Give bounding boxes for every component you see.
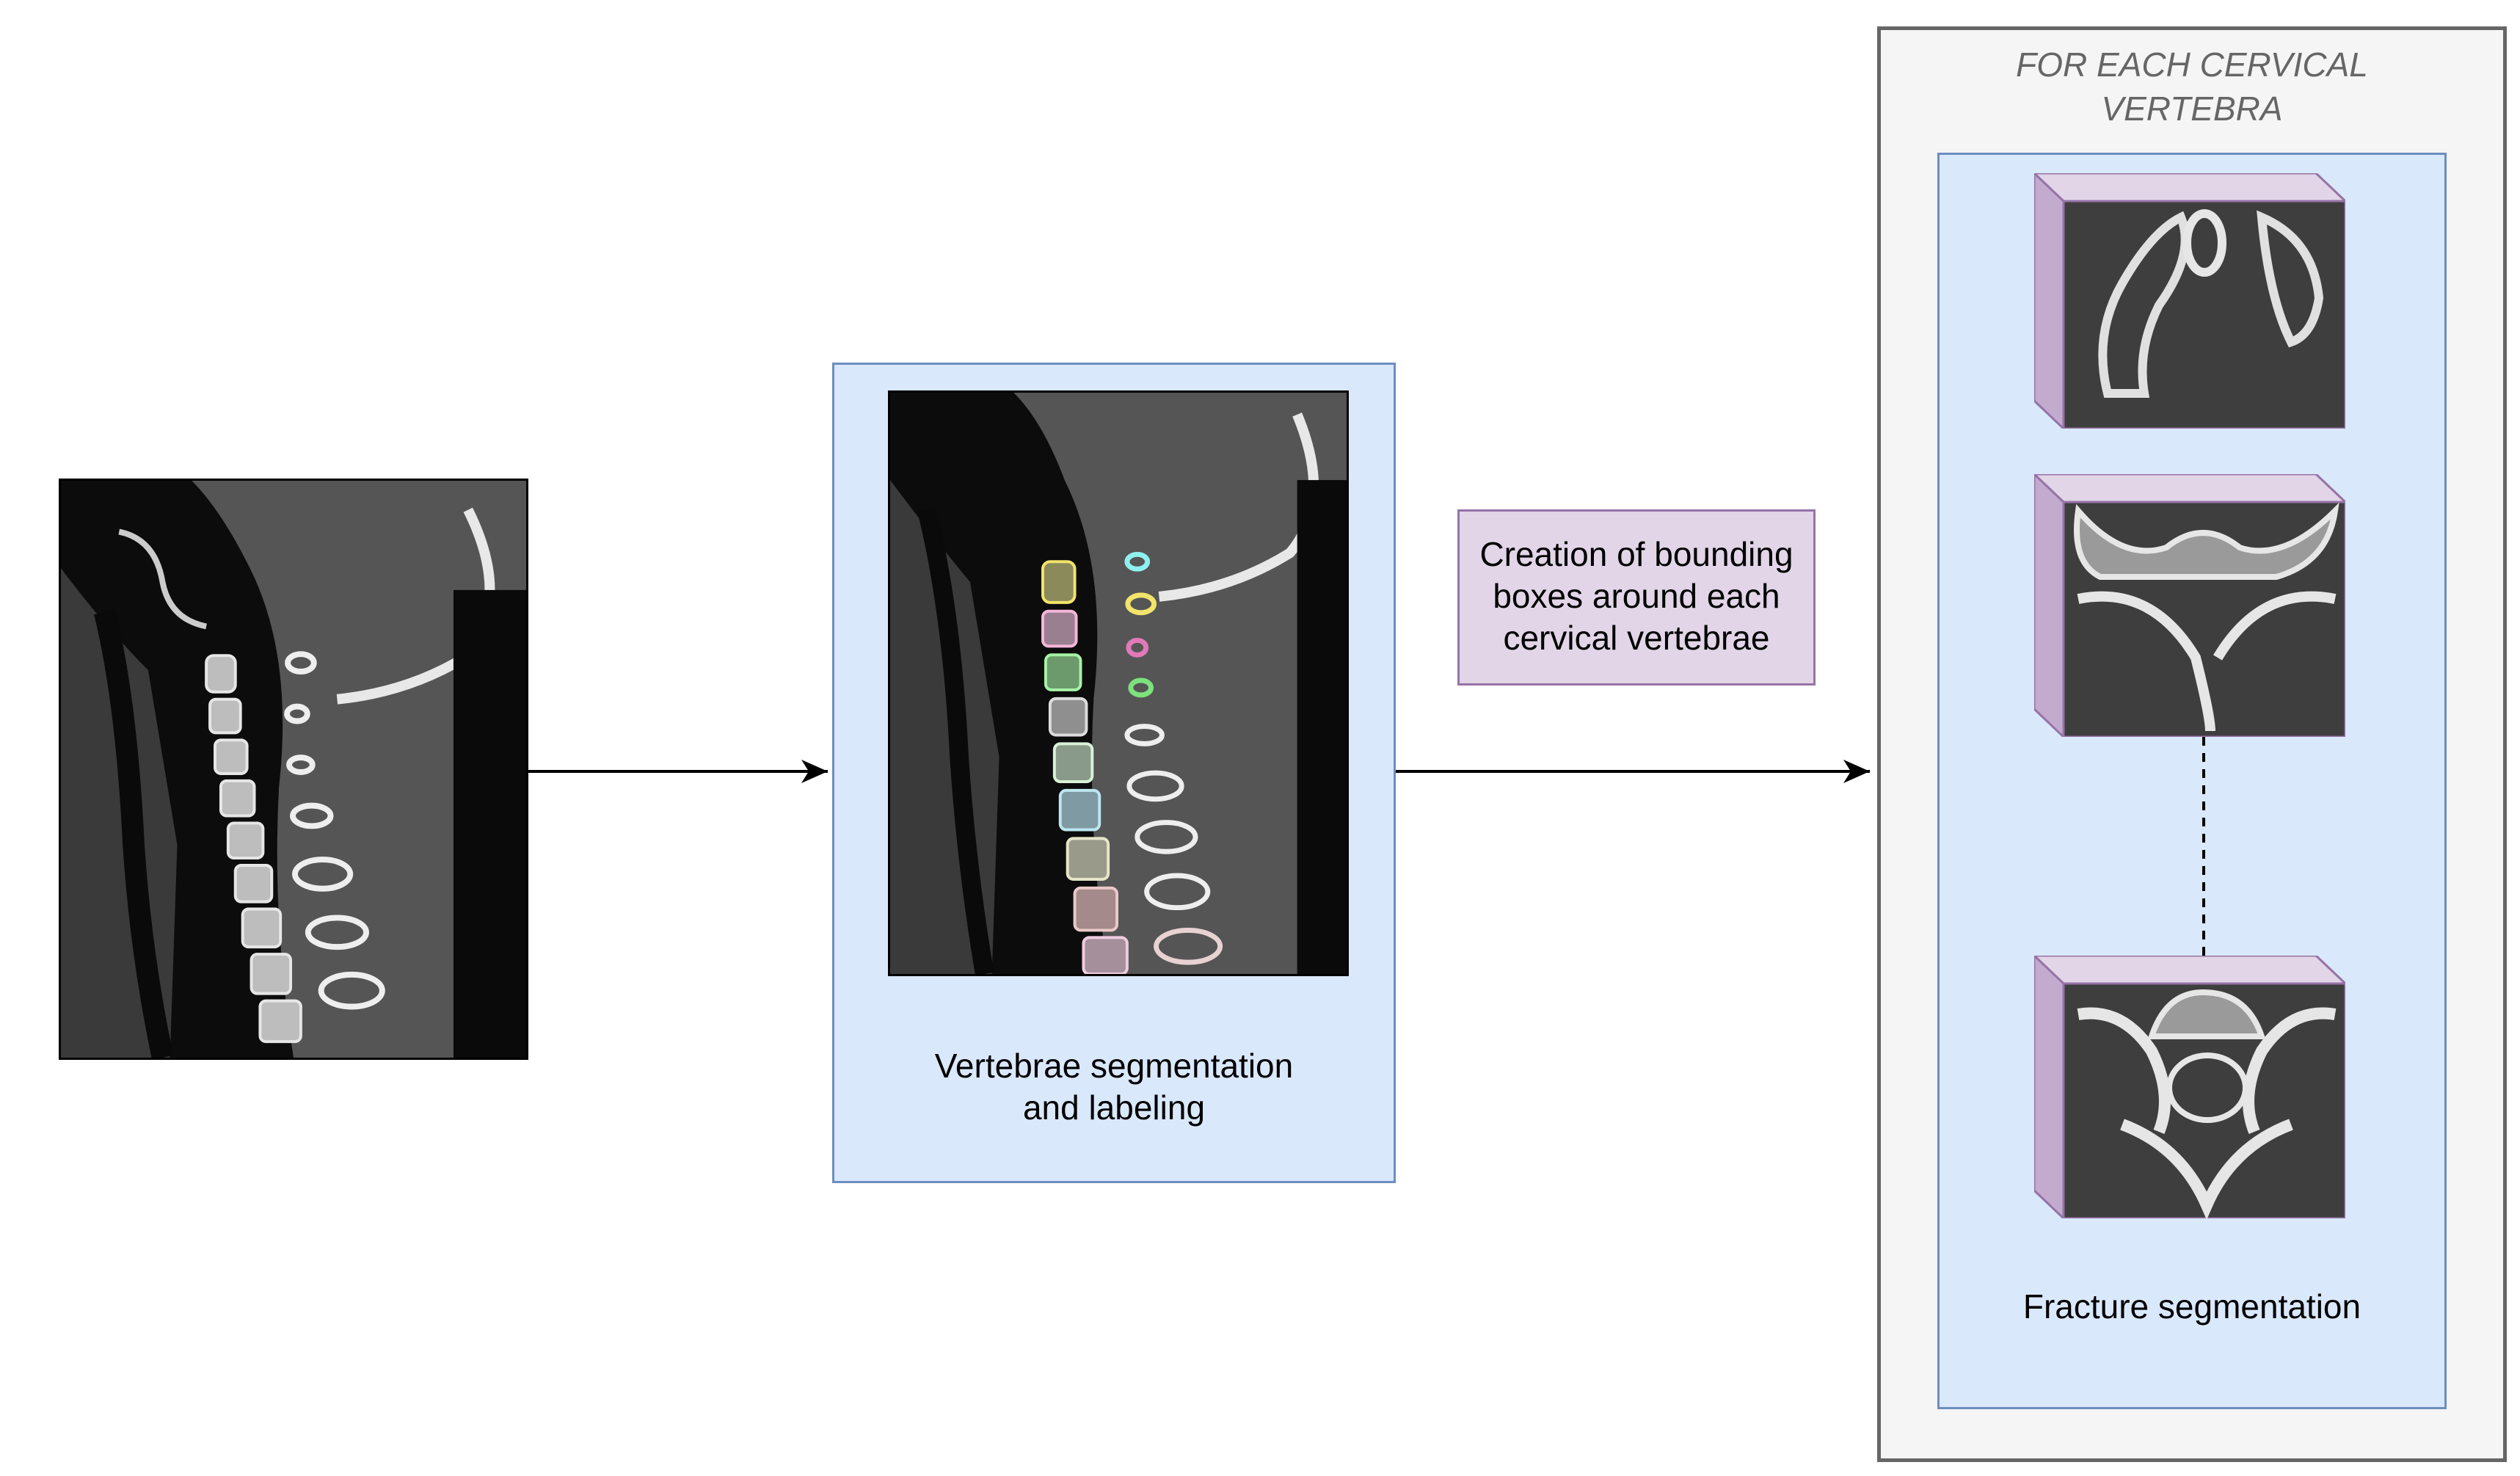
fracture-segmentation-label: Fracture segmentation xyxy=(2022,1287,2361,1326)
segmented-ct-scan xyxy=(888,390,1349,976)
sagittal-ct-neck-scan-image xyxy=(61,481,526,1058)
segmented-sagittal-ct-scan-image xyxy=(890,393,1347,974)
segmentation-label-line1: Vertebrae segmentation xyxy=(934,1047,1294,1085)
group-title-line1: FOR EACH CERVICAL xyxy=(2016,46,2368,84)
segmentation-label-line2: and labeling xyxy=(1022,1088,1206,1127)
bbox-creation-line1: Creation of bounding xyxy=(1479,535,1794,573)
bbox-creation-box: Creation of bounding boxes around each c… xyxy=(1457,509,1816,686)
segmentation-label: Vertebrae segmentation and labeling xyxy=(832,1045,1396,1129)
axial-ct-cube-c2-image xyxy=(2034,474,2345,737)
input-ct-scan xyxy=(59,479,528,1060)
group-title-line2: VERTEBRA xyxy=(2101,90,2283,128)
bbox-creation-line2: boxes around each xyxy=(1493,577,1780,615)
per-vertebra-group-title: FOR EACH CERVICAL VERTEBRA xyxy=(1877,43,2507,131)
axial-ct-cube-c1 xyxy=(2034,173,2345,429)
axial-ct-cube-c7 xyxy=(2034,956,2345,1218)
bbox-creation-line3: cervical vertebrae xyxy=(1503,619,1770,657)
axial-ct-cube-c7-image xyxy=(2034,956,2345,1218)
axial-ct-cube-c1-image xyxy=(2034,173,2345,429)
axial-ct-cube-c2 xyxy=(2034,474,2345,737)
